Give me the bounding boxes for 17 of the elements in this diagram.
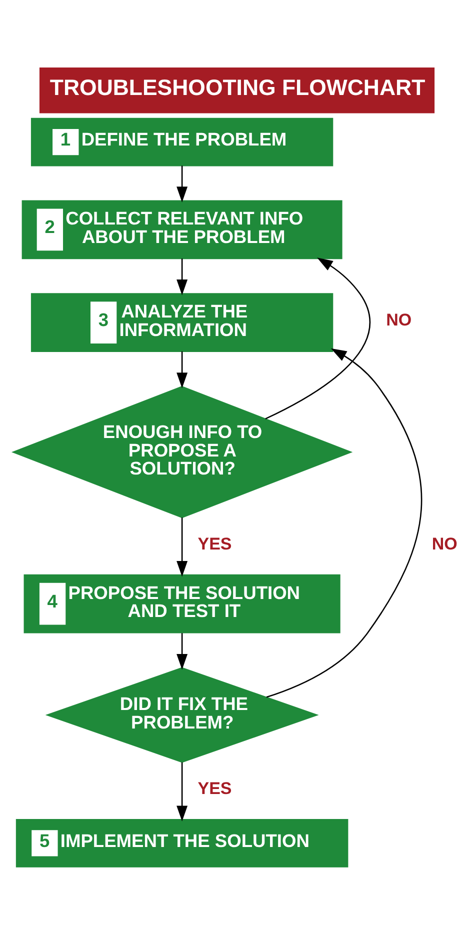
arrow bbox=[176, 166, 188, 202]
node-diamond: ENOUGH INFO TO PROPOSE A SOLUTION? bbox=[11, 386, 353, 518]
edge-label: YES bbox=[198, 534, 232, 554]
arrow bbox=[176, 633, 188, 670]
node-diamond: DID IT FIX THE PROBLEM? bbox=[45, 667, 319, 763]
arrow bbox=[266, 348, 422, 698]
arrow bbox=[176, 258, 188, 296]
arrow bbox=[265, 258, 370, 420]
arrow bbox=[176, 518, 188, 577]
arrow bbox=[176, 351, 188, 388]
edge-label: YES bbox=[198, 779, 232, 798]
arrow bbox=[176, 762, 188, 822]
node-box: 1 DEFINE THE PROBLEM bbox=[30, 118, 334, 166]
edge-label: NO bbox=[386, 310, 412, 330]
edge-label: NO bbox=[432, 534, 458, 554]
node-box: 5 IMPLEMENT THE SOLUTION bbox=[16, 819, 348, 868]
diagram-title: TROUBLESHOOTING FLOWCHART bbox=[50, 75, 426, 100]
